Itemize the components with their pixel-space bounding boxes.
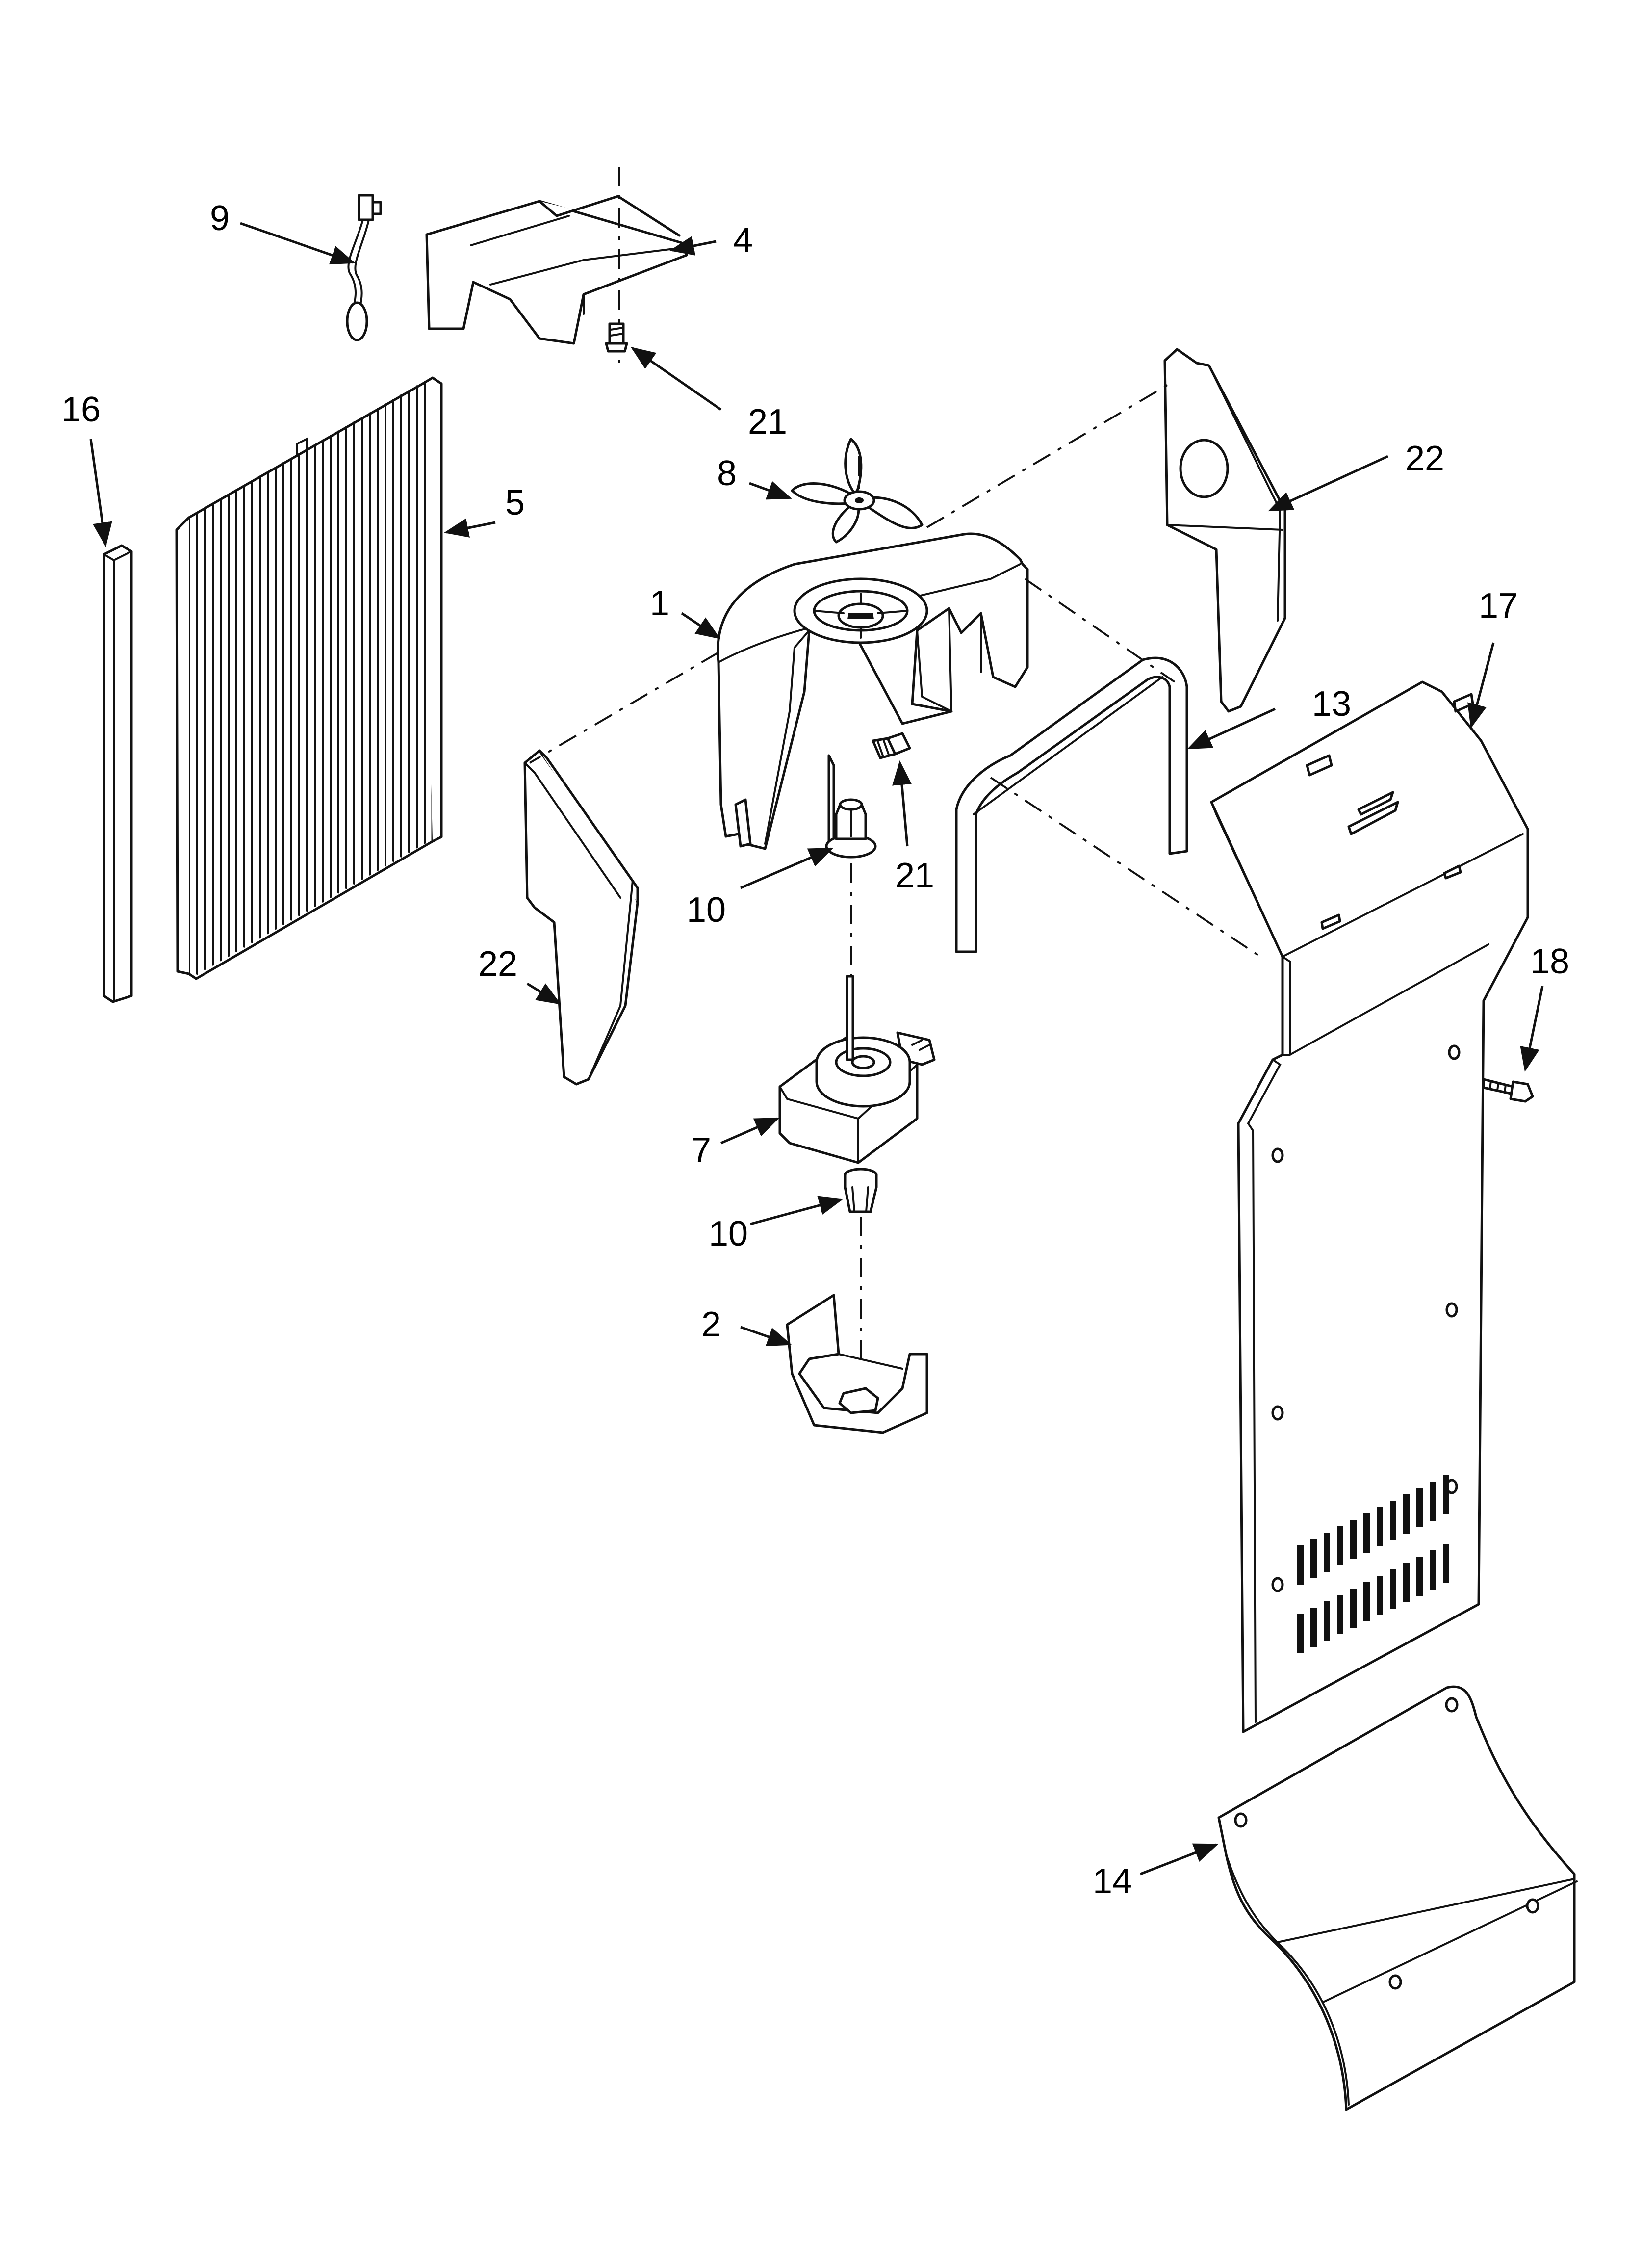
part-22-right-duct — [1163, 348, 1286, 713]
part-9-thermistor — [346, 194, 382, 341]
callout-14: 14 — [1093, 1862, 1132, 1901]
part-18-screw — [1482, 1078, 1534, 1103]
part-14-deflector — [1217, 1685, 1578, 2111]
part-17-duct-cover — [1210, 680, 1529, 1733]
callout-9: 9 — [210, 199, 230, 238]
vent-slot — [1403, 1563, 1410, 1602]
callout-21-top: 21 — [748, 402, 787, 442]
vent-slots — [1297, 1475, 1449, 1653]
vent-slot — [1430, 1550, 1436, 1590]
callout-1: 1 — [650, 584, 669, 623]
callout-22-right: 22 — [1405, 439, 1444, 478]
callout-17: 17 — [1479, 586, 1518, 626]
part-13-u-seal — [955, 656, 1188, 953]
part-10-grommet-lower — [844, 1168, 878, 1213]
vent-slot — [1337, 1595, 1343, 1634]
part-5-grille — [175, 376, 443, 980]
part-8-fan-blade — [791, 438, 924, 544]
grille-ribs — [196, 381, 426, 975]
vent-slot — [1350, 1520, 1357, 1559]
vent-slot — [1337, 1526, 1343, 1565]
vent-slot — [1377, 1507, 1383, 1546]
callout-10-upper: 10 — [687, 890, 726, 930]
part-4-bracket — [425, 167, 688, 363]
callout-2: 2 — [701, 1305, 721, 1344]
vent-slot — [1363, 1582, 1370, 1621]
callout-7: 7 — [692, 1131, 711, 1170]
vent-slot — [1403, 1494, 1410, 1534]
part-22-left-duct — [523, 749, 639, 1086]
vent-slot — [1377, 1576, 1383, 1615]
callout-21-middle: 21 — [895, 856, 934, 895]
vent-slot — [1324, 1533, 1330, 1572]
vent-slot — [1363, 1513, 1370, 1553]
part-2-mount-bracket — [786, 1294, 928, 1434]
callout-16: 16 — [61, 390, 101, 429]
vent-slot — [1297, 1614, 1304, 1653]
vent-slot — [1310, 1539, 1317, 1578]
part-10-grommet-upper — [825, 798, 877, 859]
vent-slot — [1324, 1601, 1330, 1641]
assembly-lines — [529, 384, 1261, 958]
callout-5: 5 — [505, 483, 525, 522]
part-16-strip — [103, 544, 133, 1003]
callout-22-left: 22 — [478, 944, 517, 984]
callout-4: 4 — [733, 221, 753, 260]
vent-slot — [1416, 1557, 1423, 1596]
callout-8: 8 — [717, 454, 737, 493]
callout-10-lower: 10 — [709, 1214, 748, 1253]
vent-slot — [1350, 1589, 1357, 1628]
callout-13: 13 — [1312, 684, 1351, 724]
part-1-fan-housing — [717, 532, 1029, 850]
leader-lines — [89, 222, 1544, 1876]
vent-slot — [1443, 1475, 1449, 1514]
part-21-screw-top — [605, 322, 628, 353]
callout-labels: 9 4 21 16 5 8 1 21 10 22 7 10 2 22 13 17… — [61, 199, 1569, 1901]
part-7-fan-motor — [778, 975, 936, 1164]
vent-slot — [1390, 1501, 1396, 1540]
vent-slot — [1443, 1544, 1449, 1583]
vent-slot — [1297, 1545, 1304, 1585]
callout-18: 18 — [1530, 942, 1569, 981]
vent-slot — [1310, 1608, 1317, 1647]
vent-slot — [1390, 1569, 1396, 1609]
vent-slot — [1430, 1482, 1436, 1521]
part-21-screw-middle — [872, 732, 911, 759]
vent-slot — [1416, 1488, 1423, 1527]
